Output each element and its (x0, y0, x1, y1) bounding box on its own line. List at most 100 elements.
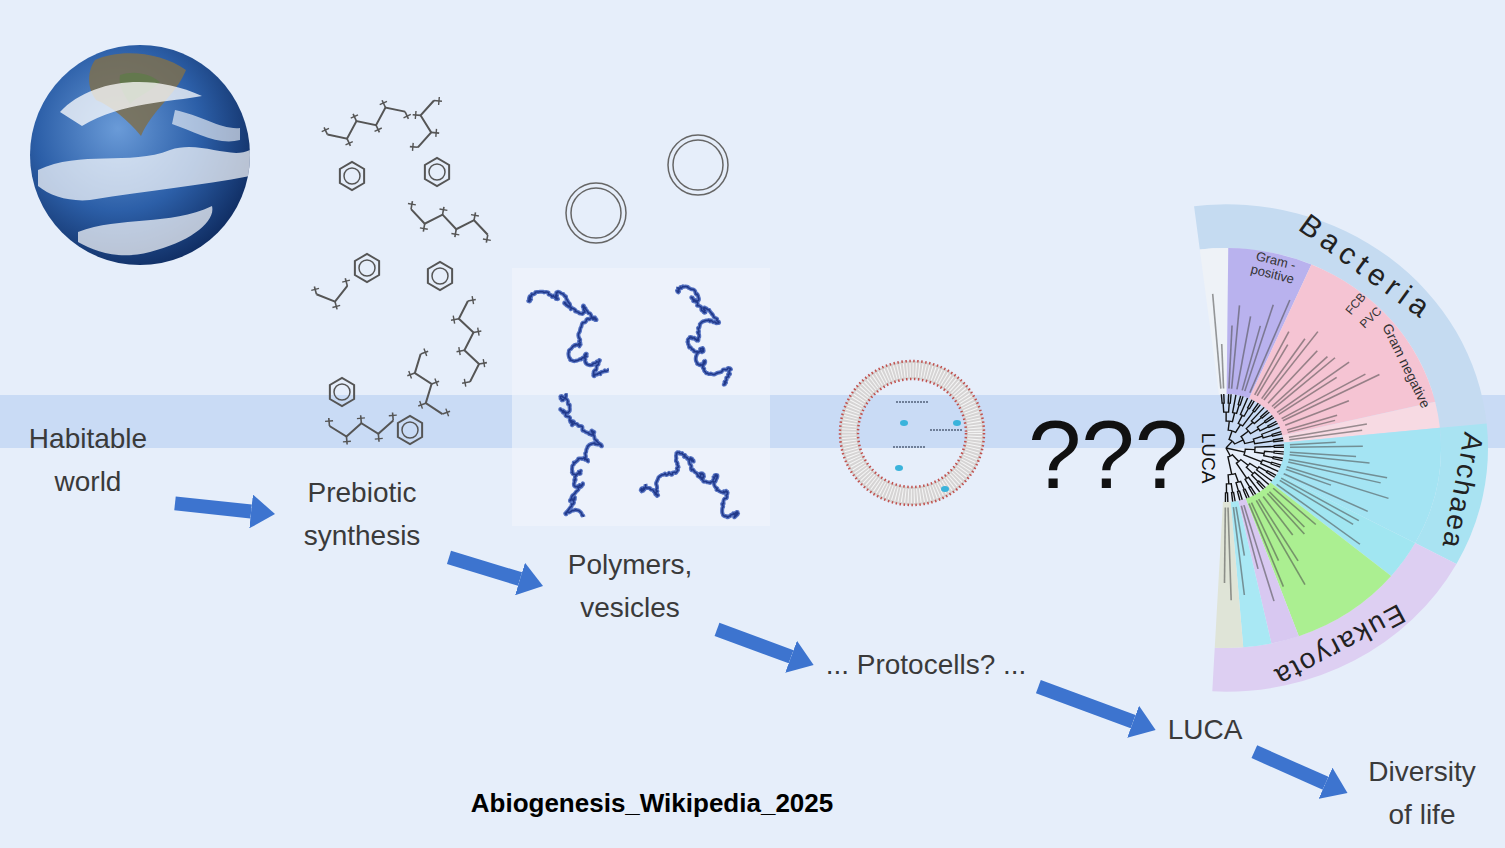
question-marks: ??? (1028, 402, 1188, 508)
tree-branch (1274, 438, 1284, 441)
tree-branch (1232, 493, 1233, 502)
polymer-strand (641, 452, 739, 517)
atom-bond (473, 331, 481, 332)
atom-bond (446, 409, 449, 417)
sequence-mark (930, 429, 962, 431)
tree-branch (1245, 478, 1250, 487)
atom-bond (413, 114, 421, 116)
atom-bond (471, 215, 479, 216)
tree-branch (1262, 460, 1272, 463)
tree-branch (1229, 484, 1233, 493)
atom-bond (351, 115, 358, 118)
atom-bond (346, 437, 348, 445)
cloud (172, 110, 240, 141)
molecule-blob (895, 465, 903, 471)
tree-branch (1228, 421, 1232, 431)
leaf-name-mark (1284, 474, 1368, 512)
tree-branch (1226, 403, 1229, 412)
atom-bond (486, 235, 487, 243)
leaf-name-mark (1224, 508, 1226, 583)
leaf-name-mark (1233, 507, 1244, 595)
tree-branch (1264, 454, 1273, 458)
tree-branch (1249, 487, 1254, 495)
flow-arrow (1038, 687, 1133, 722)
atom-bond (478, 328, 479, 336)
leaf-name-mark (1283, 375, 1380, 421)
atom-bond (453, 316, 454, 324)
tree-branch (1265, 417, 1274, 422)
leaf-name-mark (1290, 445, 1363, 447)
benzene-ring (429, 164, 445, 180)
atom-bond (412, 143, 414, 151)
polymer-strand (528, 292, 609, 377)
polymer-strand (528, 292, 609, 377)
tree-branch (1274, 440, 1284, 441)
atom-bond (455, 229, 456, 237)
cloud (78, 206, 212, 255)
tree-branch (1232, 440, 1243, 444)
atom-bond (423, 224, 424, 232)
step-label: Habitable world (13, 417, 163, 504)
tree-branch (1257, 422, 1265, 429)
molecule-chain (459, 301, 479, 382)
benzene-ring (428, 262, 452, 290)
molecule-chain (411, 209, 488, 235)
tree-branch (1252, 474, 1258, 482)
tree-branch (1259, 427, 1269, 431)
leaf-name-mark (1256, 500, 1305, 584)
leaf-name-mark (1251, 503, 1278, 561)
process-step: Polymers, vesicles (543, 539, 717, 634)
tree-branch (1255, 450, 1265, 454)
atom-bond (332, 305, 340, 307)
atom-bond (375, 128, 382, 131)
tree-branch (1238, 415, 1242, 424)
process-step: ... Protocells? ... (814, 639, 1039, 690)
tree-branch (1272, 434, 1282, 436)
atom-bond (435, 129, 437, 137)
leaf-name-mark (1282, 374, 1366, 418)
tree-branch (1225, 493, 1226, 502)
tree-branch (1255, 446, 1274, 449)
benzene-ring (355, 254, 379, 282)
tree-branch (1246, 422, 1253, 431)
atom-bond (410, 146, 418, 148)
atom-bond (375, 438, 383, 440)
atom-bond (443, 207, 444, 215)
tree-branch (1226, 441, 1232, 448)
atom-bond (343, 441, 351, 443)
tree-of-life (1194, 204, 1488, 691)
tree-branch (1267, 472, 1275, 478)
molecule-blob (941, 486, 949, 492)
benzene-ring (334, 384, 350, 400)
membrane-texture (849, 370, 975, 496)
atom-bond (342, 280, 350, 282)
sequence-mark (893, 446, 925, 448)
molecule-blob (953, 420, 961, 426)
tree-fan (1194, 204, 1488, 691)
leaf-name-mark (1228, 507, 1231, 600)
tree-branch (1232, 425, 1240, 433)
tree-branch (1273, 457, 1283, 459)
atom-bond (345, 278, 347, 286)
membrane-edge (840, 361, 984, 505)
watermark: Abiogenesis_Wikipedia_2025 (471, 789, 833, 818)
flow-arrow (449, 557, 520, 579)
molecule-blob (900, 420, 908, 426)
step-label: Prebiotic synthesis (287, 471, 437, 558)
atom-bond (411, 201, 412, 209)
tree-branch (1268, 423, 1277, 427)
leaf-name-mark (1244, 505, 1274, 601)
atom-bond (483, 239, 491, 240)
atom-bond (435, 379, 438, 387)
benzene-ring (340, 162, 364, 190)
benzene-ring (359, 260, 375, 276)
benzene-ring (432, 268, 448, 284)
polymer-strand (560, 393, 602, 516)
tree-branch (1253, 436, 1262, 441)
process-step: Prebiotic synthesis (275, 467, 449, 562)
benzene-ring (330, 378, 354, 406)
atom-bond (357, 417, 365, 419)
tree-branch (1273, 458, 1282, 461)
vesicle-outer (668, 135, 728, 195)
